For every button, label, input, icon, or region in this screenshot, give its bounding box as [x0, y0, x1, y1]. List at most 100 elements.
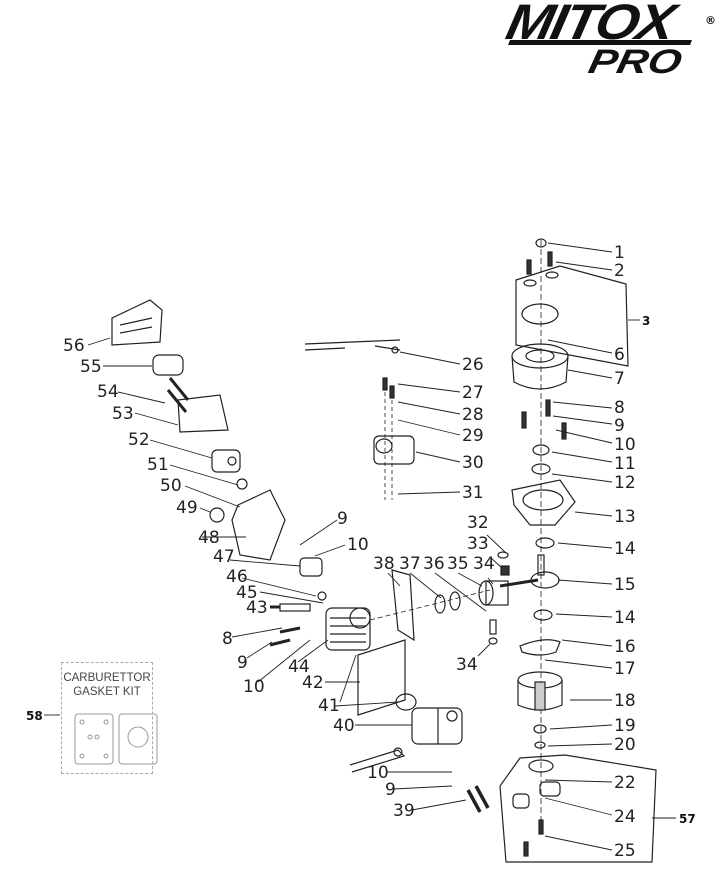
callout-12: 12 — [614, 473, 636, 493]
callout-34-lower: 34 — [456, 655, 478, 675]
callout-27: 27 — [462, 383, 484, 403]
callout-41: 41 — [318, 696, 340, 716]
part-30-ignition-coil — [373, 377, 415, 500]
part-37-ring — [434, 594, 446, 614]
part-18-housing — [517, 671, 563, 711]
callout-26: 26 — [462, 355, 484, 375]
callout-28: 28 — [462, 405, 484, 425]
callout-33: 33 — [467, 534, 489, 554]
callout-10-muffler: 10 — [367, 763, 389, 783]
callout-46: 46 — [226, 567, 248, 587]
callout-24: 24 — [614, 807, 636, 827]
part-50-intake-housing — [231, 489, 286, 561]
callout-58: 58 — [26, 709, 43, 723]
part-36-pin — [489, 619, 497, 635]
callout-2: 2 — [614, 261, 625, 281]
part-8-screws — [521, 399, 567, 440]
callout-40: 40 — [333, 716, 355, 736]
part-2-bolts — [526, 251, 553, 275]
callout-56: 56 — [63, 336, 85, 356]
callout-16: 16 — [614, 637, 636, 657]
callout-8: 8 — [614, 398, 625, 418]
piston-axis — [369, 589, 491, 621]
callout-43: 43 — [246, 598, 268, 618]
kit-title-line2: GASKET KIT — [73, 686, 141, 698]
callout-17: 17 — [614, 659, 636, 679]
callout-29: 29 — [462, 426, 484, 446]
callout-9-muffler: 9 — [385, 780, 396, 800]
part-26-ignition-cable — [304, 339, 401, 354]
part-56-filter-cover — [111, 299, 163, 346]
part-16-clip — [519, 639, 561, 656]
kit-title: CARBURETTOR GASKET KIT — [62, 671, 152, 699]
part-33-bearing — [500, 565, 510, 576]
callout-30: 30 — [462, 453, 484, 473]
callout-49: 49 — [176, 498, 198, 518]
part-3-ignition-plate — [521, 303, 559, 325]
brand-logo: MITOX ® PRO — [502, 0, 716, 81]
callout-10-carb: 10 — [347, 535, 369, 555]
kit-title-line1: CARBURETTOR — [63, 672, 151, 684]
part-40-muffler — [411, 707, 463, 745]
callout-15: 15 — [614, 575, 636, 595]
part-1-nut — [535, 238, 547, 248]
callout-54: 54 — [97, 382, 119, 402]
callout-39: 39 — [393, 801, 415, 821]
callout-32: 32 — [467, 513, 489, 533]
part-36-ring — [449, 591, 461, 611]
gasket-left — [74, 713, 114, 765]
registered-mark: ® — [705, 14, 716, 27]
part-7-flywheel — [511, 343, 569, 390]
part-44-cylinder — [325, 607, 371, 651]
callout-22: 22 — [614, 773, 636, 793]
callout-36: 36 — [423, 554, 445, 574]
part-13-crankcase-half — [511, 479, 576, 526]
callout-18: 18 — [614, 691, 636, 711]
part-38-gasket — [391, 569, 415, 642]
callout-45: 45 — [236, 583, 258, 603]
part-24-clutch-shoes — [512, 781, 561, 809]
callout-10: 10 — [614, 435, 636, 455]
callout-19: 19 — [614, 716, 636, 736]
callout-3: 3 — [642, 314, 650, 328]
callout-6: 6 — [614, 345, 625, 365]
callout-20: 20 — [614, 735, 636, 755]
callout-9-carb: 9 — [337, 509, 348, 529]
part-3-ignition-group-outline — [515, 265, 629, 367]
part-42-heat-shield — [357, 639, 406, 716]
part-12-seal — [531, 463, 551, 475]
muffler-bracket — [349, 749, 406, 773]
callout-37: 37 — [399, 554, 421, 574]
gasket-right — [118, 713, 158, 765]
part-52-carburettor — [211, 449, 241, 473]
callout-11: 11 — [614, 454, 636, 474]
callout-34-upper: 34 — [473, 554, 495, 574]
part-20-washer — [534, 741, 546, 749]
part-32-washer — [497, 551, 509, 559]
part-34-clip — [488, 637, 498, 645]
part-47-carb-holder — [299, 557, 323, 577]
callout-44: 44 — [288, 657, 310, 677]
callout-14-lower: 14 — [614, 608, 636, 628]
part-54-screws — [166, 377, 190, 413]
part-35-piston — [478, 580, 509, 606]
callout-7: 7 — [614, 369, 625, 389]
callout-14-upper: 14 — [614, 539, 636, 559]
callout-25: 25 — [614, 841, 636, 861]
part-55-filter-element — [152, 354, 184, 376]
callout-8-cyl: 8 — [222, 629, 233, 649]
part-19-bearing — [533, 724, 547, 734]
gasket-diaphragm — [127, 726, 149, 748]
part-46-spacer — [317, 591, 327, 601]
callout-53: 53 — [112, 404, 134, 424]
callout-9: 9 — [614, 416, 625, 436]
part-51-gasket — [236, 478, 248, 490]
part-25-bolts — [523, 819, 544, 857]
part-57-clutch-group-outline — [499, 754, 657, 863]
part-53-filter-housing — [177, 394, 229, 433]
callout-31: 31 — [462, 483, 484, 503]
gasket-kit-illustration — [74, 713, 158, 765]
callout-13: 13 — [614, 507, 636, 527]
callout-10-cyl: 10 — [243, 677, 265, 697]
